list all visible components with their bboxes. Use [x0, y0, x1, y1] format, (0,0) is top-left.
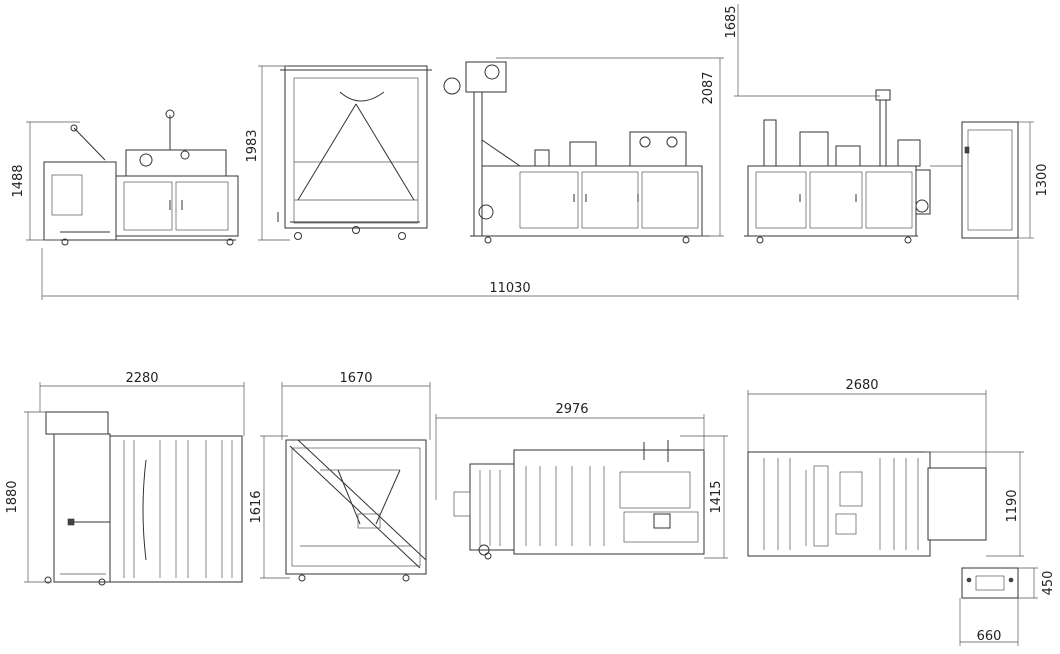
side-cutter [744, 89, 962, 244]
dim-cutter-height: 1685 [724, 5, 739, 38]
side-dimensions: 11030 1488 1983 2087 1685 1300 [11, 4, 1050, 300]
dim-frame-height: 1983 [245, 129, 260, 162]
top-unwinder [44, 411, 243, 586]
top-frame [285, 439, 427, 582]
dim-sealer-height: 2087 [701, 71, 716, 104]
top-dimensions: 2280 1880 1670 1616 2976 [5, 371, 1056, 646]
dim-top-unwinder-depth: 1880 [5, 480, 20, 513]
dim-top-sealer-width: 2976 [555, 402, 588, 417]
side-unwinder [43, 109, 239, 246]
dim-top-cutter-depth: 1190 [1005, 489, 1020, 522]
top-view: 2280 1880 1670 1616 2976 [5, 371, 1056, 646]
top-control-box [961, 567, 1019, 599]
dim-top-sealer-depth: 1415 [709, 480, 724, 513]
dim-top-frame-depth: 1616 [249, 490, 264, 523]
dim-top-frame-width: 1670 [339, 371, 372, 386]
dim-control-box-width: 660 [977, 629, 1002, 644]
dim-cabinet-height: 1300 [1035, 163, 1050, 196]
top-sealer [453, 440, 705, 560]
dim-total-width: 11030 [489, 281, 530, 296]
dim-unwinder-height: 1488 [11, 164, 26, 197]
dim-top-cutter-width: 2680 [845, 378, 878, 393]
side-frame [277, 65, 432, 240]
side-view: 11030 1488 1983 2087 1685 1300 [11, 4, 1050, 300]
top-cutter [747, 451, 987, 557]
side-sealer [443, 61, 710, 244]
dim-top-unwinder-width: 2280 [125, 371, 158, 386]
dim-control-box-depth: 450 [1041, 571, 1056, 596]
side-control-cabinet [961, 121, 1019, 239]
